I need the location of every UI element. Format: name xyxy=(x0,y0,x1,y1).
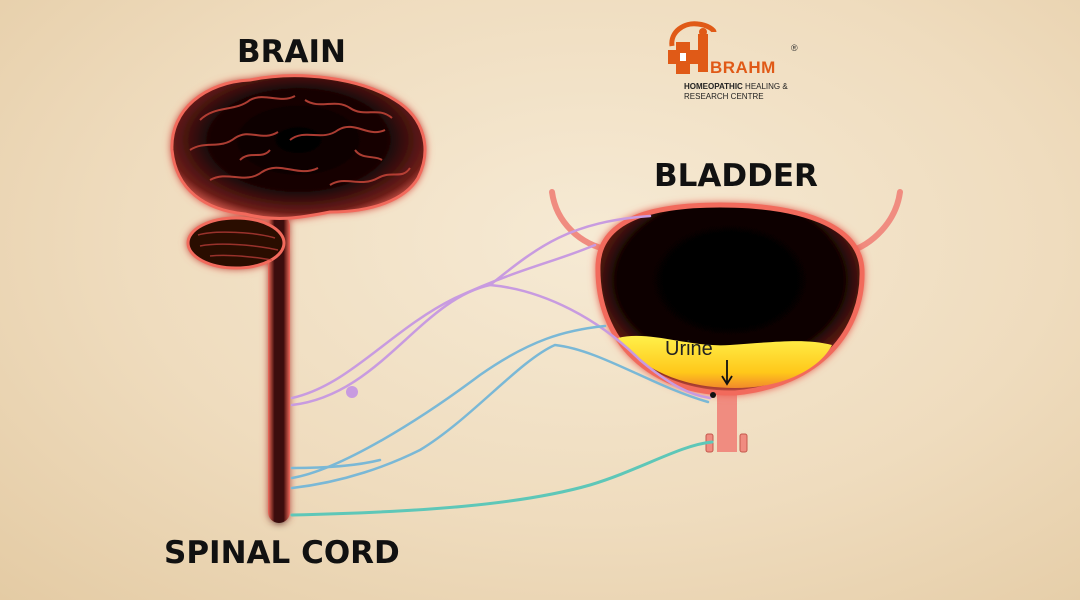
cerebellum-shape xyxy=(186,216,286,270)
brain-illustration xyxy=(170,74,427,523)
nerve-teal xyxy=(290,440,714,517)
logo-tagline-2: RESEARCH CENTRE xyxy=(684,92,764,101)
nerve-blue-1 xyxy=(290,458,382,470)
logo-name: BRAHM xyxy=(710,58,776,77)
nerve-ganglion xyxy=(346,386,358,398)
nerve-purple-lower xyxy=(488,283,712,400)
urine-fill xyxy=(618,335,832,388)
urine-label: Urine xyxy=(665,338,713,360)
brain-label: BRAIN xyxy=(237,34,346,70)
logo-tagline-1: HOMEOPATHIC HEALING & xyxy=(684,82,788,91)
sphincter-right xyxy=(739,433,748,453)
urethra-shape xyxy=(717,380,737,452)
bladder-label: BLADDER xyxy=(654,158,818,194)
spinal-cord-shape xyxy=(268,215,290,523)
nerve-purple-branch xyxy=(290,243,597,400)
nerve-ending-dot xyxy=(710,392,716,398)
spinal-cord-label: SPINAL CORD xyxy=(164,535,400,571)
logo-cross-icon xyxy=(668,21,717,74)
nerve-pathways xyxy=(290,214,714,517)
right-ureter xyxy=(845,189,903,255)
logo-tagline-rest: HEALING & xyxy=(742,82,788,91)
bladder-illustration xyxy=(549,189,903,453)
left-ureter xyxy=(549,189,613,253)
urine-arrow-head xyxy=(721,375,733,386)
logo-tagline-bold: HOMEOPATHIC xyxy=(684,82,743,91)
nerve-blue-3 xyxy=(290,343,710,490)
nerve-blue-2 xyxy=(290,324,607,480)
brahm-logo: BRAHM ® HOMEOPATHIC HEALING & RESEARCH C… xyxy=(662,20,812,110)
cerebrum-shape xyxy=(170,74,427,220)
logo-registered-mark: ® xyxy=(791,43,798,53)
